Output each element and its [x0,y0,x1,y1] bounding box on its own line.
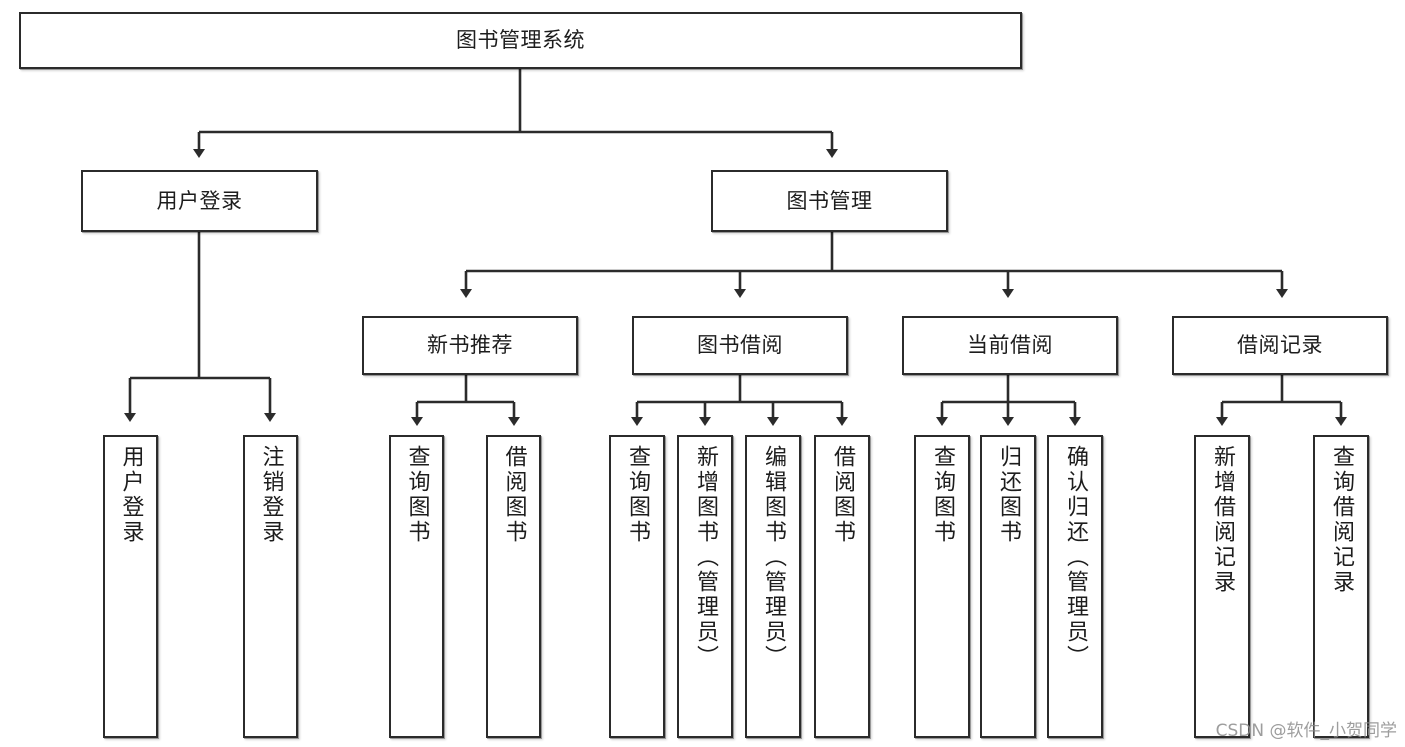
node-leaf-borrow-book-2[interactable]: 借阅图书 [814,435,870,738]
node-new-book-rec-label: 新书推荐 [427,333,513,358]
node-leaf-query-book-2-label: 查询图书 [625,445,650,545]
csdn-watermark: CSDN @软件_小贺同学 [1215,721,1397,741]
node-current-borrow[interactable]: 当前借阅 [902,316,1118,375]
node-leaf-return-book[interactable]: 归还图书 [980,435,1036,738]
node-user-login[interactable]: 用户登录 [81,170,318,232]
node-book-manage-label: 图书管理 [786,188,873,213]
node-leaf-query-book-1-label: 查询图书 [404,445,430,545]
node-leaf-confirm-return-label: 确认归还（管理员） [1063,445,1088,670]
node-leaf-user-login-label: 用户登录 [118,445,144,545]
node-current-borrow-label: 当前借阅 [967,333,1053,358]
node-leaf-borrow-book-1[interactable]: 借阅图书 [486,435,541,738]
node-leaf-query-record[interactable]: 查询借阅记录 [1313,435,1369,738]
node-leaf-user-logout-label: 注销登录 [258,445,284,545]
node-leaf-add-record-label: 新增借阅记录 [1210,445,1235,595]
node-root[interactable]: 图书管理系统 [19,12,1022,69]
node-leaf-add-book-label: 新增图书（管理员） [693,445,718,670]
node-leaf-add-record[interactable]: 新增借阅记录 [1194,435,1250,738]
node-book-borrow[interactable]: 图书借阅 [632,316,848,375]
node-leaf-query-book-3[interactable]: 查询图书 [914,435,970,738]
node-root-label: 图书管理系统 [456,28,585,53]
node-leaf-add-book[interactable]: 新增图书（管理员） [677,435,733,738]
node-leaf-edit-book-label: 编辑图书（管理员） [761,445,786,670]
node-leaf-borrow-book-2-label: 借阅图书 [830,445,855,545]
node-leaf-query-book-1[interactable]: 查询图书 [389,435,444,738]
node-leaf-borrow-book-1-label: 借阅图书 [501,445,527,545]
node-borrow-record[interactable]: 借阅记录 [1172,316,1388,375]
node-new-book-rec[interactable]: 新书推荐 [362,316,578,375]
node-leaf-query-book-3-label: 查询图书 [930,445,955,545]
node-leaf-user-logout[interactable]: 注销登录 [243,435,298,738]
node-leaf-query-book-2[interactable]: 查询图书 [609,435,665,738]
node-borrow-record-label: 借阅记录 [1237,333,1323,358]
node-leaf-confirm-return[interactable]: 确认归还（管理员） [1047,435,1103,738]
node-book-borrow-label: 图书借阅 [697,333,783,358]
node-leaf-query-record-label: 查询借阅记录 [1329,445,1354,595]
node-leaf-edit-book[interactable]: 编辑图书（管理员） [745,435,801,738]
node-user-login-label: 用户登录 [156,188,243,213]
node-leaf-user-login[interactable]: 用户登录 [103,435,158,738]
node-book-manage[interactable]: 图书管理 [711,170,948,232]
node-leaf-return-book-label: 归还图书 [996,445,1021,545]
